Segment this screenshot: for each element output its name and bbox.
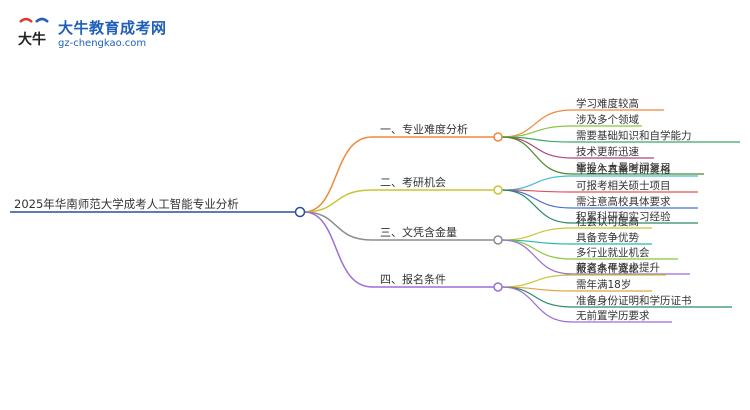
leaf-node-label: 无前置学历要求	[576, 309, 650, 322]
leaf-node-label: 涉及多个领域	[576, 113, 639, 126]
leaf-link	[501, 189, 573, 224]
leaf-link	[501, 239, 573, 275]
branch-node-dot	[493, 185, 503, 195]
leaf-node-label: 学习难度较高	[576, 97, 639, 110]
leaf-node-label: 多行业就业机会	[576, 246, 650, 259]
leaf-link	[501, 125, 573, 138]
branch-node-dot	[493, 132, 503, 142]
branch-link	[303, 136, 373, 213]
branch-link	[303, 211, 373, 288]
branch-node-dot	[493, 235, 503, 245]
leaf-node-label: 需投入大量时间复习	[576, 161, 671, 174]
root-node-label: 2025年华南师范大学成考人工智能专业分析	[14, 197, 239, 211]
mind-map-links	[10, 109, 740, 323]
brand-logo[interactable]: 大牛 大牛教育成考网 gz-chengkao.com	[14, 14, 184, 54]
leaf-node-label: 毕业生具备考研资格	[576, 163, 671, 176]
bull-logo-icon: 大牛	[18, 17, 49, 48]
brand-url: gz-chengkao.com	[58, 38, 147, 49]
leaf-node-label: 需年满18岁	[576, 278, 631, 291]
branch-node-dot	[493, 282, 503, 292]
branch-node-label: 二、考研机会	[380, 175, 446, 189]
leaf-link	[501, 175, 573, 191]
leaf-link	[501, 286, 573, 323]
leaf-node-label: 具备竞争优势	[576, 231, 639, 244]
leaf-link	[501, 227, 573, 241]
branch-node-label: 四、报名条件	[380, 272, 446, 286]
leaf-link	[501, 286, 573, 308]
leaf-node-label: 准备身份证明和学历证书	[576, 294, 692, 307]
leaf-link	[501, 274, 573, 288]
leaf-link	[501, 239, 573, 260]
leaf-node-label: 需注意高校具体要求	[576, 195, 671, 208]
leaf-node-label: 社会认可度高	[576, 215, 639, 228]
leaf-link	[501, 109, 573, 138]
leaf-node-label: 需要基础知识和自学能力	[576, 129, 692, 142]
leaf-node-label: 可报考相关硕士项目	[576, 179, 671, 192]
branch-link	[303, 189, 373, 213]
leaf-link	[501, 189, 573, 209]
logo-glyph: 大牛	[18, 31, 46, 48]
leaf-node-label: 积累科研和实习经验	[576, 210, 671, 223]
branch-node-label: 三、文凭含金量	[380, 225, 457, 239]
branch-link	[303, 211, 373, 241]
leaf-node-label: 技术更新迅速	[576, 145, 639, 158]
leaf-node-label: 报名条件宽松	[576, 262, 639, 275]
leaf-link	[501, 136, 573, 175]
mind-map-nodes: 2025年华南师范大学成考人工智能专业分析 一、专业难度分析 学习难度较高涉及多个领…	[14, 97, 692, 322]
leaf-node-label: 薪资水平逐步提升	[576, 262, 660, 274]
root-node-dot	[294, 206, 306, 218]
brand-title: 大牛教育成考网	[58, 19, 167, 37]
branch-node-label: 一、专业难度分析	[380, 122, 468, 136]
